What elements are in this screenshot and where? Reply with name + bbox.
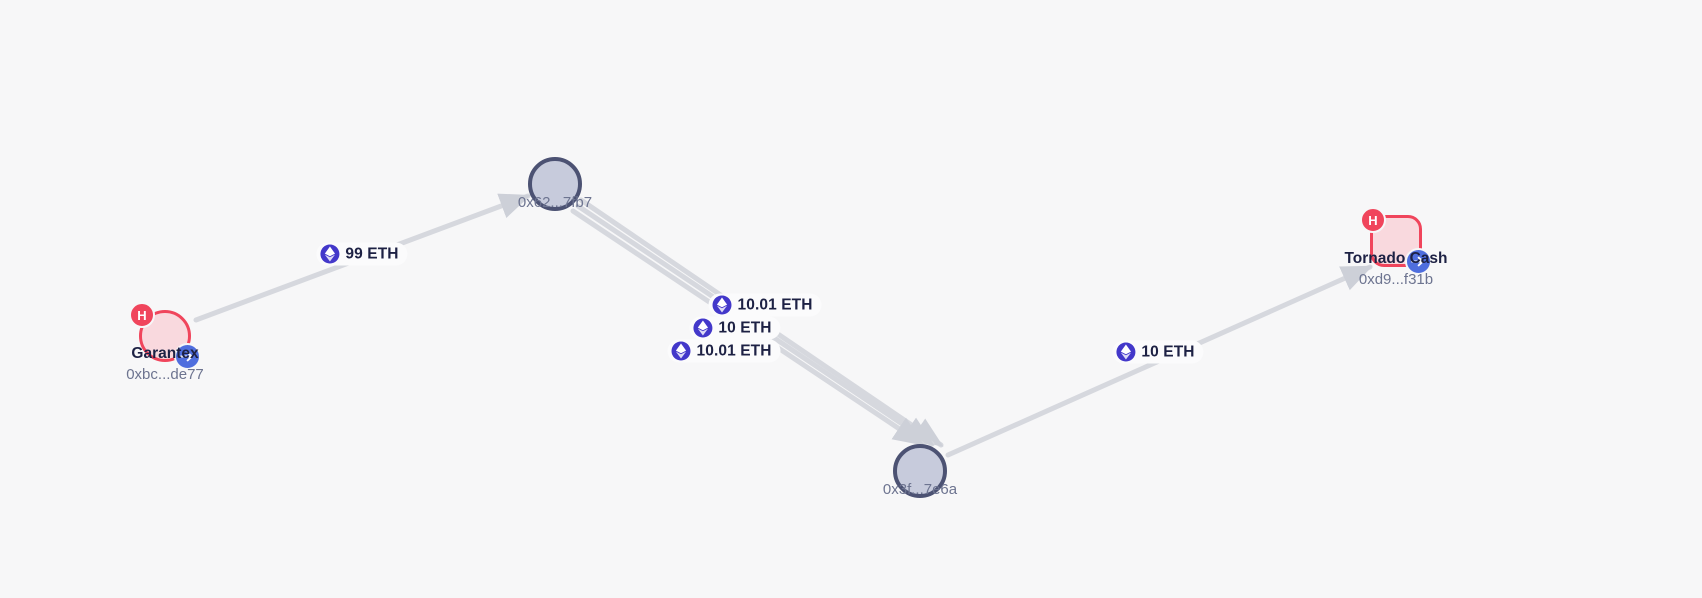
ethereum-icon: [671, 341, 691, 361]
arrow-right-icon: [174, 343, 201, 370]
node-label-group: 0x3f...7e6a: [883, 480, 957, 500]
node-address: 0x3f...7e6a: [882, 481, 958, 498]
edge-amount-text: 10.01 ETH: [696, 342, 772, 359]
edge-layer: [193, 193, 1373, 458]
ethereum-icon: [1116, 342, 1136, 362]
ethereum-icon: [320, 244, 340, 264]
node-address: 0x62...7fb7: [517, 194, 593, 211]
node-title: Garantex: [131, 345, 199, 362]
edge-amount-text: 10 ETH: [1141, 343, 1195, 360]
graph-node-tornado-cash[interactable]: H Tornado Cash 0xd9...f31b: [1344, 207, 1448, 288]
node-address: 0xd9...f31b: [1358, 270, 1434, 288]
edge-value-label[interactable]: 10.01 ETH: [708, 293, 822, 317]
hack-badge-icon: H: [1360, 207, 1386, 233]
graph-node-addr-3f[interactable]: 0x3f...7e6a: [883, 444, 957, 498]
address-node-shape: [528, 157, 582, 211]
node-label-group: Garantex 0xbc...de77: [126, 344, 204, 385]
edge-value-label[interactable]: 10 ETH: [1112, 340, 1204, 364]
edge-amount-text: 10 ETH: [718, 319, 772, 336]
edge-amount-text: 99 ETH: [345, 245, 399, 262]
node-title: Tornado Cash: [1344, 250, 1448, 267]
node-label-group: 0x62...7fb7: [518, 193, 592, 213]
arrow-right-icon: [1405, 248, 1432, 275]
graph-node-garantex[interactable]: H Garantex 0xbc...de77: [126, 302, 204, 383]
entity-node-shape: H: [1360, 207, 1432, 275]
edge-value-label[interactable]: 10 ETH: [689, 316, 781, 340]
node-label-group: Tornado Cash 0xd9...f31b: [1344, 249, 1447, 290]
ethereum-icon: [712, 295, 732, 315]
edge-value-label[interactable]: 10.01 ETH: [667, 339, 781, 363]
graph-node-addr-62[interactable]: 0x62...7fb7: [518, 157, 592, 211]
entity-node-shape: H: [129, 302, 201, 370]
address-node-shape: [893, 444, 947, 498]
edge-value-label[interactable]: 99 ETH: [316, 242, 408, 266]
edge-amount-text: 10.01 ETH: [737, 296, 813, 313]
node-address: 0xbc...de77: [126, 365, 204, 383]
ethereum-icon: [693, 318, 713, 338]
hack-badge-icon: H: [129, 302, 155, 328]
